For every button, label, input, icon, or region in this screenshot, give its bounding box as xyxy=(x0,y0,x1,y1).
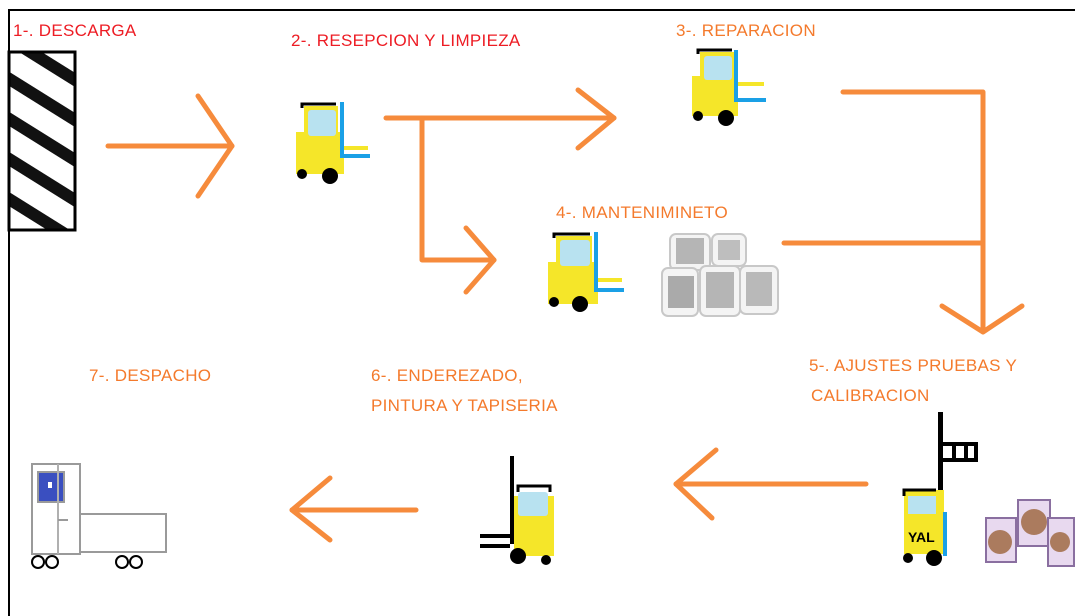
forklift-icon xyxy=(548,232,624,312)
step-4-label: 4-. MANTENIMINETO xyxy=(556,203,728,222)
forklift-icon xyxy=(296,102,370,184)
arrow-reparacion-to-ajustes xyxy=(840,89,1025,335)
step-5-label-line-1: 5-. AJUSTES PRUEBAS Y xyxy=(809,356,1018,375)
step-7-label: 7-. DESPACHO xyxy=(89,366,212,385)
step-5-label-line-2: CALIBRACION xyxy=(811,386,930,405)
forklift-icon xyxy=(480,456,554,565)
stacked-parts-icon xyxy=(661,233,779,317)
yal-forklift-icon: YAL xyxy=(902,412,978,566)
step-3-label: 3-. REPARACION xyxy=(676,21,816,40)
parts-boxes-icon xyxy=(985,499,1075,567)
step-2-label: 2-. RESEPCION Y LIMPIEZA xyxy=(291,31,521,50)
yal-logo-text: YAL xyxy=(908,529,935,545)
truck-icon xyxy=(31,463,167,569)
step-1-label: 1-. DESCARGA xyxy=(13,21,137,40)
arrow-ajustes-to-enderezado xyxy=(673,447,869,521)
forklift-icon xyxy=(692,48,766,126)
arrow-recepcion-to-mantenimiento xyxy=(419,115,497,295)
arrow-enderezado-to-despacho xyxy=(289,475,419,543)
loading-dock-icon xyxy=(7,50,77,232)
step-6-label-line-2: PINTURA Y TAPISERIA xyxy=(371,396,558,415)
arrow-descarga-to-recepcion xyxy=(105,93,235,199)
step-6-label-line-1: 6-. ENDEREZADO, xyxy=(371,366,523,385)
